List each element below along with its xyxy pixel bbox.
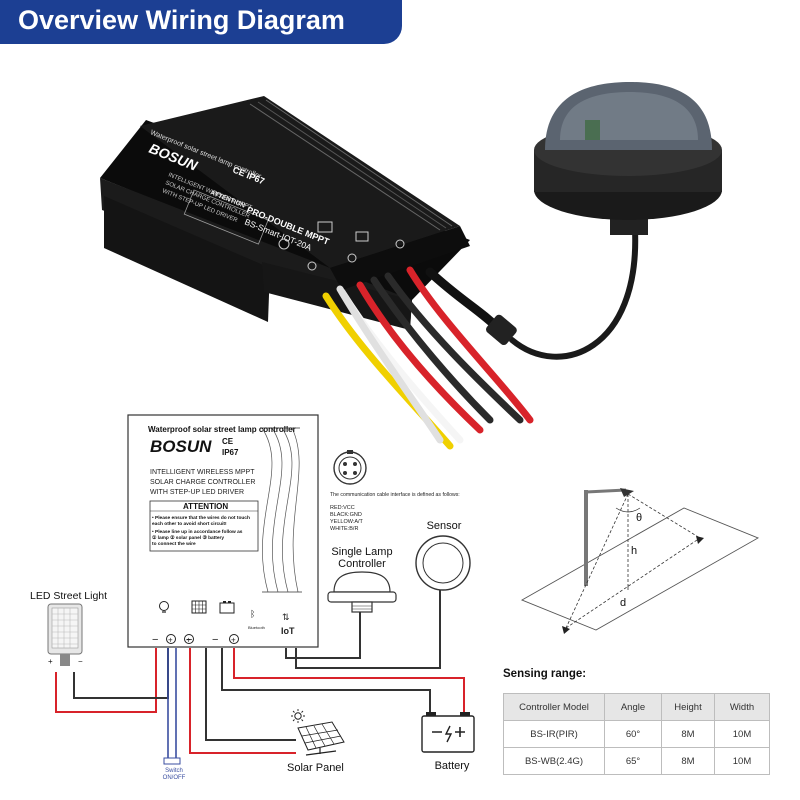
sensor-dome-photo	[534, 82, 722, 235]
attention-line-3: • Please line up in accordance follow as	[152, 529, 243, 535]
cable-intro: The communication cable interface is def…	[330, 492, 460, 498]
diagram-mark-ce: CE	[222, 437, 234, 446]
solar-terminal-icon	[191, 600, 207, 614]
battery-terminal-icon	[219, 601, 235, 614]
switch-symbol[interactable]	[163, 757, 181, 765]
diagram-heading: Waterproof solar street lamp controller	[148, 425, 296, 434]
controller-photo: Waterproof solar street lamp controller …	[100, 96, 470, 330]
cable-line-white: WHITE:B/R	[330, 526, 358, 532]
product-photo: Waterproof solar street lamp controller …	[100, 82, 722, 450]
photo-wires	[322, 227, 639, 450]
table-cell: BS-IR(PIR)	[503, 720, 605, 748]
table-row: BS-WB(2.4G) 65° 8M 10M	[503, 747, 770, 775]
table-row: BS-IR(PIR) 60° 8M 10M	[503, 720, 770, 748]
diagram-desc-1: INTELLIGENT WIRELESS MPPT	[150, 469, 255, 476]
sensor-label: Sensor	[427, 520, 462, 532]
table-cell: BS-WB(2.4G)	[503, 747, 605, 775]
terminal-solar-plus: +	[186, 636, 191, 645]
bluetooth-label: Bluetooth	[248, 625, 265, 630]
lamp-terminal-icon	[159, 601, 169, 613]
sensing-range-table: Controller Model Angle Height Width BS-I…	[503, 693, 770, 775]
switch-label-1: Switch	[165, 768, 183, 774]
cable-line-black: BLACK:GND	[330, 512, 362, 518]
attention-line-1: • Please ensure that the wires do not to…	[152, 515, 250, 521]
iot-arrows-icon: ⇅	[282, 612, 290, 622]
single-lamp-label-1: Single Lamp	[331, 546, 392, 558]
photo-battery-icon	[355, 231, 369, 242]
led-minus: −	[78, 657, 83, 666]
sensing-range-title: Sensing range:	[503, 668, 587, 680]
terminal-solar-minus: −	[186, 634, 192, 646]
col-header-angle: Angle	[604, 693, 662, 721]
table-cell: 60°	[604, 720, 662, 748]
single-lamp-controller-icon	[327, 571, 397, 613]
sensor-icon	[415, 535, 471, 591]
cable-line-red: RED:VCC	[330, 505, 355, 511]
title-bar: Overview Wiring Diagram	[0, 0, 402, 44]
attention-line-4: ① lamp ② solar panel ③ battery	[152, 535, 224, 541]
table-cell: 10M	[714, 720, 770, 748]
communication-connector-icon	[333, 450, 367, 485]
distance-label: d	[620, 597, 626, 609]
diagram-desc-3: WITH STEP-UP LED DRIVER	[150, 489, 244, 496]
table-cell: 8M	[661, 720, 715, 748]
page-title: Overview Wiring Diagram	[18, 5, 345, 35]
diagram-attention-title: ATTENTION	[183, 502, 228, 511]
solar-panel-icon	[291, 709, 345, 756]
bluetooth-icon: ᛒ	[250, 609, 255, 619]
col-header-width: Width	[714, 693, 770, 721]
sensing-geometry-illustration: θ h d	[520, 488, 760, 634]
attention-line-5: to connect the wire	[152, 541, 196, 547]
theta-label: θ	[636, 512, 642, 524]
schematic-wires	[55, 588, 465, 760]
iot-label: IoT	[281, 626, 295, 636]
solar-panel-label: Solar Panel	[287, 762, 344, 774]
diagram-brand-logo: BOSUN	[150, 437, 212, 456]
led-light-label: LED Street Light	[30, 590, 107, 602]
single-lamp-label-2: Controller	[338, 558, 386, 570]
led-street-light-icon	[47, 603, 83, 666]
terminal-lamp-plus: +	[168, 636, 173, 645]
switch-label-2: ON/OFF	[163, 775, 186, 781]
attention-line-2: each other to avoid short circuit!	[152, 521, 227, 527]
cable-line-yellow: YELLOW:A/T	[330, 519, 364, 525]
terminal-lamp-minus: −	[152, 634, 158, 646]
table-cell: 8M	[661, 747, 715, 775]
col-header-model: Controller Model	[503, 693, 605, 721]
controller-diagram: Waterproof solar street lamp controller …	[127, 414, 319, 648]
photo-panel-icon	[317, 221, 333, 233]
terminal-battery-plus: +	[231, 636, 236, 645]
photo-bulb-icon	[278, 238, 290, 250]
table-header-row: Controller Model Angle Height Width	[503, 693, 770, 721]
diagram-mark-ip: IP67	[222, 448, 239, 457]
battery-icon	[421, 712, 475, 753]
diagram-desc-2: SOLAR CHARGE CONTROLLER	[150, 479, 255, 486]
table-cell: 10M	[714, 747, 770, 775]
battery-label: Battery	[435, 760, 470, 772]
terminal-battery-minus: −	[212, 634, 218, 646]
table-cell: 65°	[604, 747, 662, 775]
led-plus: +	[48, 657, 53, 666]
height-label: h	[631, 545, 637, 557]
col-header-height: Height	[661, 693, 715, 721]
